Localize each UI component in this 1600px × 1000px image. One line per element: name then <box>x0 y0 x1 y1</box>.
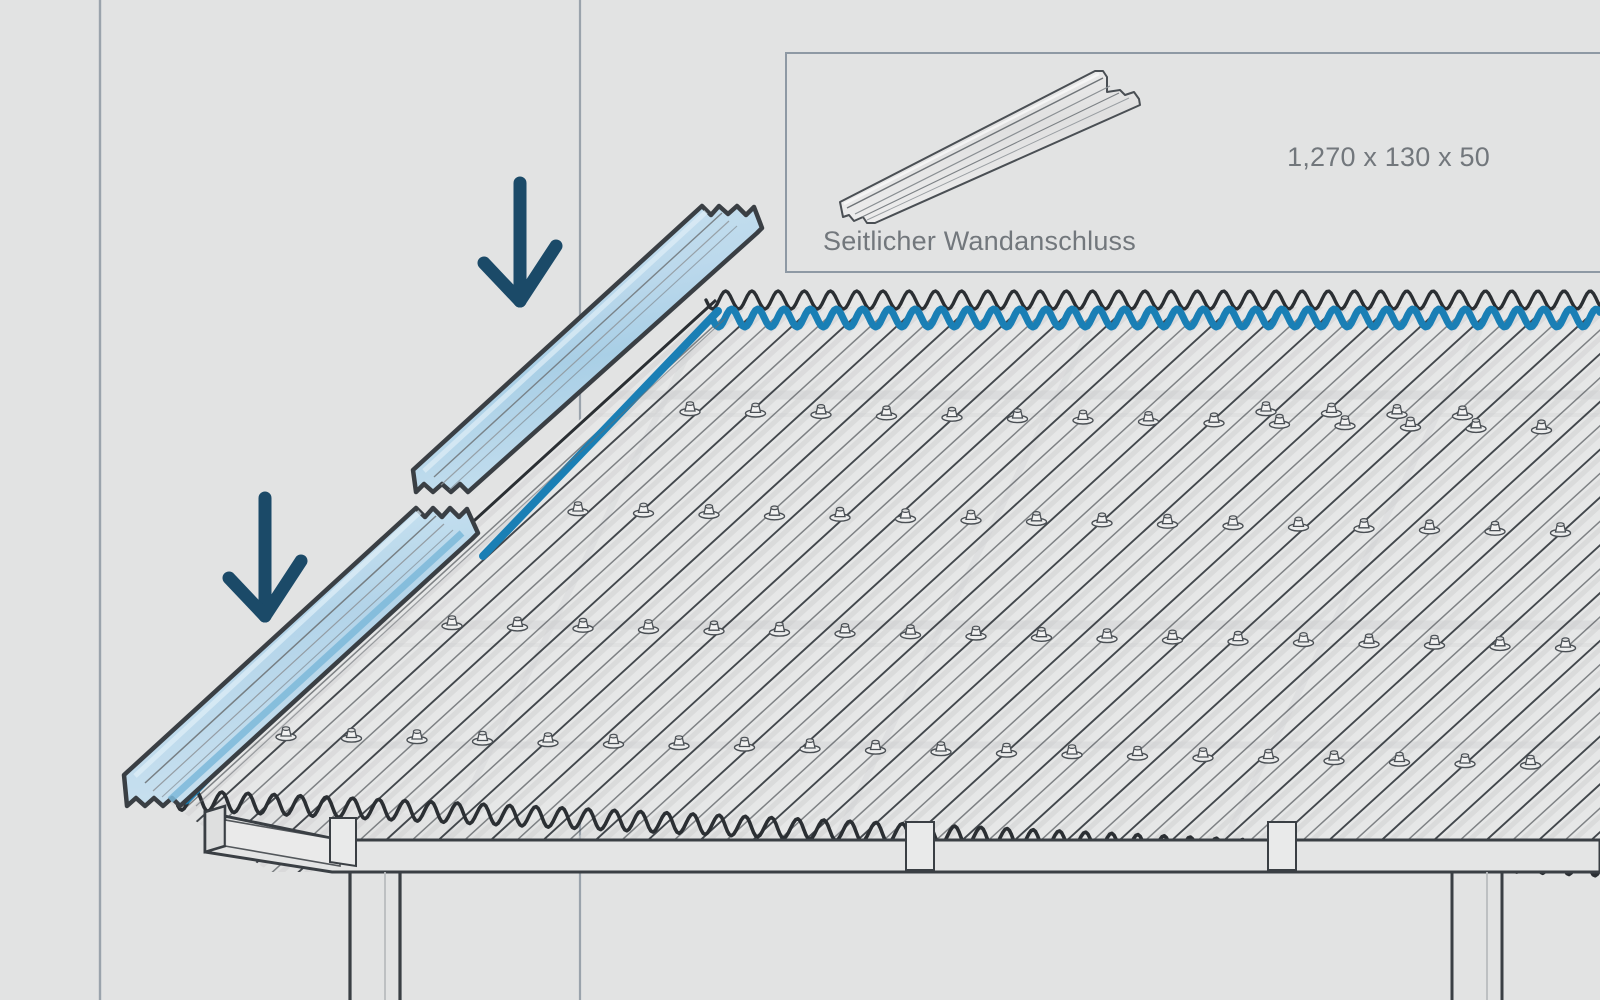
roof-screw-icon <box>733 736 756 752</box>
roof-screw-icon <box>1091 512 1113 528</box>
roof-screw-icon <box>668 735 690 751</box>
roof-screw-icon <box>1388 751 1411 767</box>
roof-screw-icon <box>829 506 851 522</box>
roof-screw-icon <box>1006 408 1029 424</box>
roof-screw-icon <box>965 625 987 641</box>
roof-screw-icon <box>1334 415 1356 431</box>
roof-screw-icon <box>1072 409 1094 425</box>
roof-screw-icon <box>930 741 952 757</box>
roof-screw-icon <box>679 401 701 417</box>
roof-screw-icon <box>1268 413 1291 429</box>
roof-screw-icon <box>698 504 720 520</box>
roof-screw-icon <box>1451 405 1474 421</box>
roof-screw-icon <box>995 742 1018 758</box>
roof-screw-icon <box>1025 511 1048 527</box>
install-arrow-lower <box>222 491 308 623</box>
roof-screw-icon <box>768 621 791 637</box>
roof-screw-icon <box>1353 518 1375 534</box>
roof-screw-icon <box>1227 630 1249 646</box>
roof-screw-icon <box>637 619 660 635</box>
roof-screw-icon <box>572 617 594 633</box>
part-dimensions-label: 1,270 x 130 x 50 <box>1287 142 1490 172</box>
roof-screw-icon <box>1192 747 1214 763</box>
roof-screw-icon <box>1323 750 1345 766</box>
roof-screw-icon <box>471 730 494 746</box>
roof-screw-icon <box>1484 520 1506 536</box>
roof-screw-icon <box>941 406 963 422</box>
roof-screw-icon <box>1257 748 1280 764</box>
installation-arrows <box>222 176 563 623</box>
roof-screw-icon <box>441 615 463 631</box>
roof-screw-icon <box>632 502 655 518</box>
roof-screw-icon <box>799 738 821 754</box>
roof-fasteners <box>275 401 1577 770</box>
roof-screw-icon <box>1161 629 1184 645</box>
roof-screw-icon <box>960 509 982 525</box>
roof-screw-icon <box>1386 404 1408 420</box>
roof-screw-icon <box>1554 637 1577 653</box>
roof-screw-icon <box>894 508 917 524</box>
roof-screw-icon <box>1030 626 1053 643</box>
roof-screw-icon <box>1489 636 1511 652</box>
roof-screw-icon <box>1320 402 1343 418</box>
roof-screw-icon <box>1465 418 1487 434</box>
roof-screw-icon <box>1126 745 1149 761</box>
ridge-flashing-highlight <box>708 305 1600 331</box>
roof-screw-icon <box>1096 628 1118 644</box>
flashing-piece-lower <box>121 505 481 809</box>
roof-screw-icon <box>1530 419 1553 435</box>
roof-screw-icon <box>1399 416 1422 432</box>
roof-screw-icon <box>703 620 725 636</box>
roof-screw-icon <box>1222 515 1244 531</box>
roof-screw-icon <box>275 726 297 742</box>
roof-screw-icon <box>1519 754 1542 770</box>
roof-screw-icon <box>1137 411 1160 427</box>
part-info-panel: Seitlicher Wandanschluss 1,270 x 130 x 5… <box>785 52 1600 273</box>
roof-screw-icon <box>899 624 922 640</box>
support-posts <box>348 872 1504 1000</box>
roof-ridge-edge <box>704 289 1600 311</box>
install-arrow-upper <box>477 176 563 308</box>
roof-screw-icon <box>537 732 559 748</box>
roof-screw-icon <box>602 733 625 749</box>
roof-screw-icon <box>1203 412 1225 428</box>
roof-screw-icon <box>1549 522 1572 538</box>
roof-screw-icon <box>744 402 767 418</box>
rafter-blocks <box>329 817 1297 871</box>
roof-screw-icon <box>1454 753 1476 769</box>
roof-screw-icon <box>834 623 856 639</box>
roof-screw-icon <box>1061 744 1083 760</box>
roof-screw-icon <box>1423 634 1446 650</box>
roof-screw-icon <box>1255 401 1277 417</box>
part-name-label: Seitlicher Wandanschluss <box>823 226 1136 256</box>
roof-screw-icon <box>810 404 832 420</box>
carport-structure <box>203 804 1600 1000</box>
roof-screw-icon <box>506 616 529 632</box>
roof-screw-icon <box>1292 632 1315 648</box>
roof-screw-icon <box>406 729 428 745</box>
roof-screw-icon <box>1358 633 1380 649</box>
roof-screw-icon <box>1287 516 1310 532</box>
roof-screw-icon <box>864 739 887 755</box>
roof-screw-icon <box>567 501 589 517</box>
roof-screw-icon <box>875 405 898 421</box>
roof-screw-icon <box>763 505 786 521</box>
roof-screw-icon <box>1418 519 1441 535</box>
flashing-piece-upper <box>410 203 765 495</box>
roof-screw-icon <box>340 727 363 743</box>
roof-screw-icon <box>1156 513 1179 529</box>
wall-flashing-profile-icon <box>839 70 1141 224</box>
